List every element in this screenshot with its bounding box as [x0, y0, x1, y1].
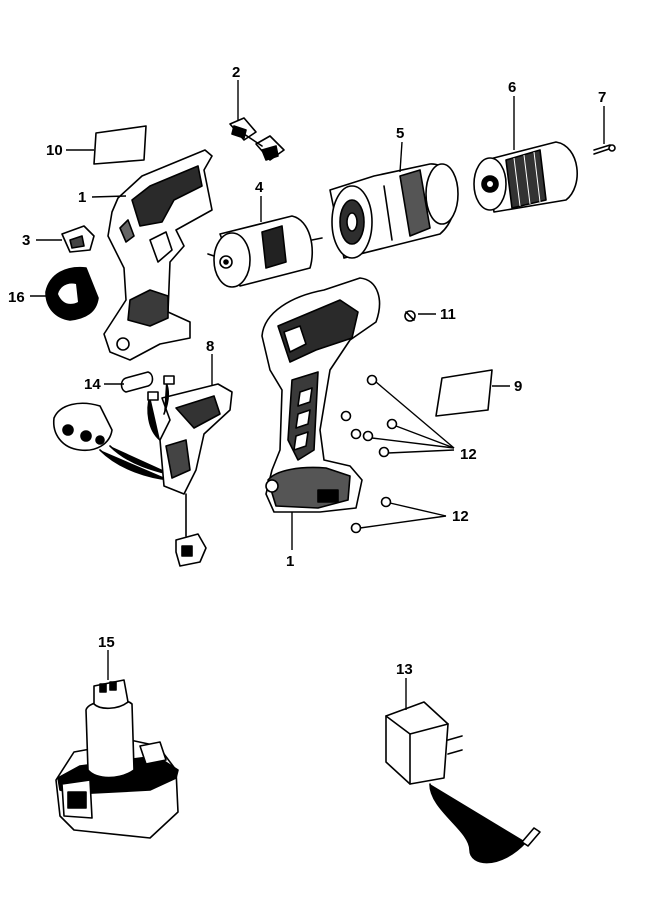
callout-11: 11 — [440, 306, 456, 323]
callout-15: 15 — [98, 634, 115, 651]
callout-12a: 12 — [460, 446, 477, 463]
part-housing-left-half — [103, 149, 213, 361]
part-pin — [120, 371, 154, 393]
leader-5 — [399, 141, 403, 173]
callout-8: 8 — [206, 338, 214, 355]
part-drill-body — [261, 277, 381, 513]
callout-9: 9 — [514, 378, 522, 395]
part-label-card — [93, 125, 147, 165]
part-battery-pack — [55, 679, 179, 839]
part-screw — [404, 310, 416, 322]
callout-13: 13 — [396, 661, 413, 678]
part-clip-shield — [45, 266, 99, 321]
part-gearbox — [329, 163, 459, 259]
callout-3: 3 — [22, 232, 30, 249]
callout-1a: 1 — [78, 189, 86, 206]
callout-16: 16 — [8, 289, 25, 306]
part-keyless-chuck — [473, 141, 578, 213]
callout-2: 2 — [232, 64, 240, 81]
callout-4: 4 — [255, 179, 264, 196]
part-housing-screws-upper — [340, 374, 398, 458]
part-brush-pair — [229, 117, 285, 161]
callout-14: 14 — [84, 376, 101, 393]
callout-10: 10 — [46, 142, 63, 159]
part-switch-clip — [61, 225, 95, 253]
part-charger — [385, 701, 541, 864]
part-switch-assembly — [53, 375, 233, 567]
part-nameplate — [435, 369, 493, 417]
leaders-12b — [359, 502, 447, 529]
part-housing-screws-lower — [350, 496, 392, 534]
leaders-12a — [371, 381, 455, 454]
callout-1b: 1 — [286, 553, 294, 570]
leader-1a — [91, 195, 127, 198]
callout-12b: 12 — [452, 508, 469, 525]
part-chuck-screw — [593, 144, 616, 155]
callout-7: 7 — [598, 89, 606, 106]
part-motor — [207, 215, 323, 288]
callout-6: 6 — [508, 79, 516, 96]
callout-5: 5 — [396, 125, 404, 142]
